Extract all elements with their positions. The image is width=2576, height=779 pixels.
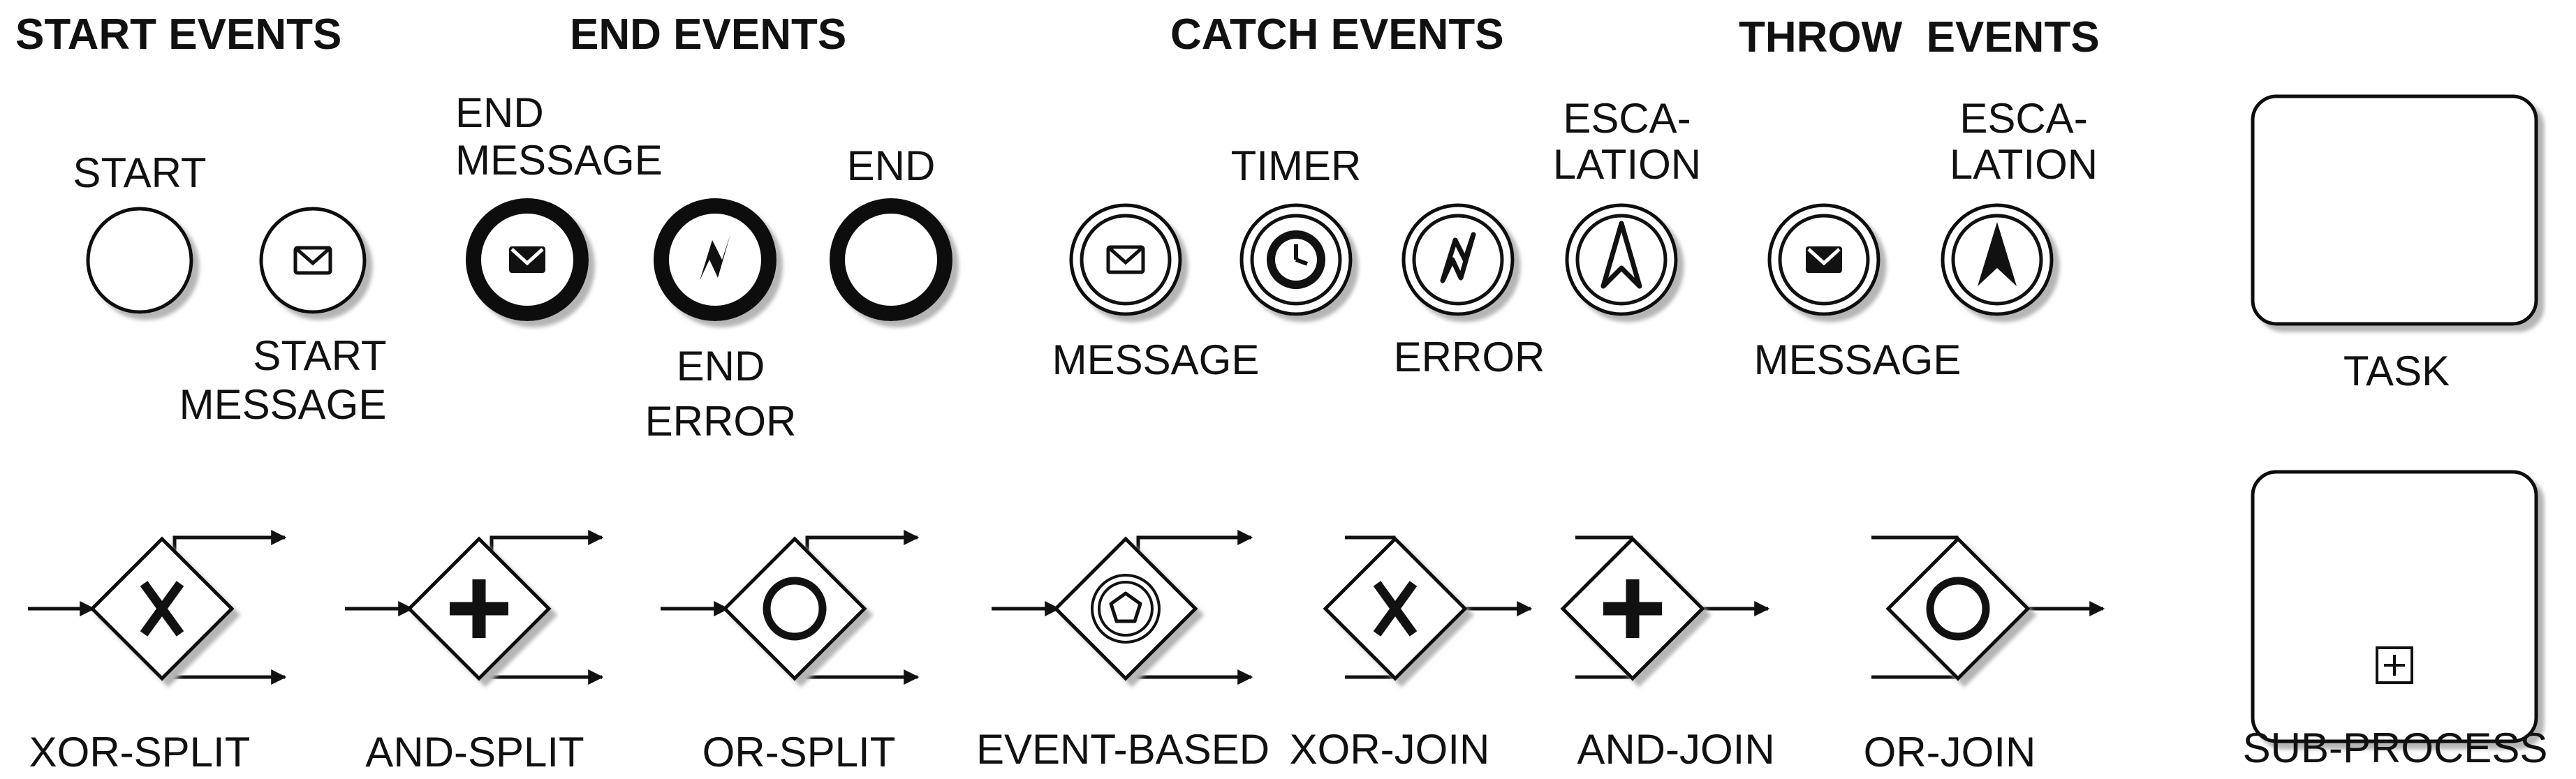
end-error-event bbox=[654, 198, 777, 321]
catch-message-event bbox=[1069, 203, 1182, 316]
end-message-event bbox=[466, 198, 589, 321]
catch-error-label: ERROR bbox=[1394, 334, 1545, 380]
throw-message-label: MESSAGE bbox=[1754, 336, 1962, 383]
start-event bbox=[86, 207, 193, 314]
xor-join-label: XOR-JOIN bbox=[1290, 726, 1490, 773]
catch-message-label: MESSAGE bbox=[1052, 336, 1260, 383]
xor-join-gateway bbox=[1323, 535, 1533, 681]
header-throw-events: THROW EVENTS bbox=[1739, 13, 2100, 61]
clock-icon bbox=[1267, 230, 1325, 289]
and-split-label: AND-SPLIT bbox=[365, 729, 584, 776]
end-message-label-1: END bbox=[455, 89, 544, 136]
and-split-gateway bbox=[345, 529, 604, 685]
pentagon-icon bbox=[1091, 574, 1161, 644]
catch-escalation-event bbox=[1565, 203, 1678, 316]
event-based-gateway bbox=[992, 529, 1253, 685]
envelope-filled-icon bbox=[1806, 246, 1842, 273]
catch-escalation-label-2: LATION bbox=[1553, 141, 1701, 188]
header-catch-events: CATCH EVENTS bbox=[1170, 10, 1504, 59]
or-join-gateway bbox=[1871, 535, 2105, 681]
end-event bbox=[830, 198, 952, 321]
plus-box-icon bbox=[2376, 646, 2413, 684]
task-label: TASK bbox=[2343, 348, 2450, 394]
throw-escalation-event bbox=[1941, 203, 2054, 316]
header-start-events: START EVENTS bbox=[15, 10, 341, 59]
xor-split-gateway bbox=[28, 529, 287, 685]
or-split-label: OR-SPLIT bbox=[702, 729, 896, 776]
catch-error-event bbox=[1401, 203, 1515, 316]
throw-escalation-label-2: LATION bbox=[1950, 141, 2098, 188]
catch-timer-event bbox=[1239, 203, 1353, 316]
start-message-label-2: MESSAGE bbox=[179, 381, 387, 428]
envelope-icon bbox=[295, 248, 330, 273]
start-message-label-1: START bbox=[253, 332, 386, 379]
catch-timer-label: TIMER bbox=[1231, 142, 1362, 189]
arrowhead-icon bbox=[1600, 221, 1642, 289]
envelope-filled-icon bbox=[509, 246, 545, 273]
header-end-events: END EVENTS bbox=[570, 10, 846, 59]
throw-message-event bbox=[1767, 203, 1881, 316]
throw-escalation-label-1: ESCA- bbox=[1959, 95, 2087, 142]
start-message-event bbox=[259, 207, 367, 314]
start-event-label: START bbox=[73, 149, 206, 196]
end-error-label-1: END bbox=[677, 343, 765, 390]
and-join-label: AND-JOIN bbox=[1577, 726, 1774, 773]
sub-process-activity bbox=[2251, 470, 2538, 743]
sub-process-label: SUB-PROCESS bbox=[2243, 725, 2548, 771]
end-error-label-2: ERROR bbox=[645, 398, 797, 445]
end-message-label-2: MESSAGE bbox=[455, 137, 663, 184]
arrowhead-filled-icon bbox=[1978, 222, 2017, 286]
or-join-label: OR-JOIN bbox=[1864, 729, 2036, 776]
or-split-gateway bbox=[661, 529, 920, 685]
end-event-label: END bbox=[847, 142, 936, 189]
xor-split-label: XOR-SPLIT bbox=[29, 729, 251, 776]
envelope-icon bbox=[1108, 247, 1143, 272]
catch-escalation-label-1: ESCA- bbox=[1563, 95, 1691, 142]
and-join-gateway bbox=[1560, 535, 1770, 681]
task-activity bbox=[2251, 94, 2538, 326]
event-based-label: EVENT-BASED bbox=[976, 726, 1269, 773]
